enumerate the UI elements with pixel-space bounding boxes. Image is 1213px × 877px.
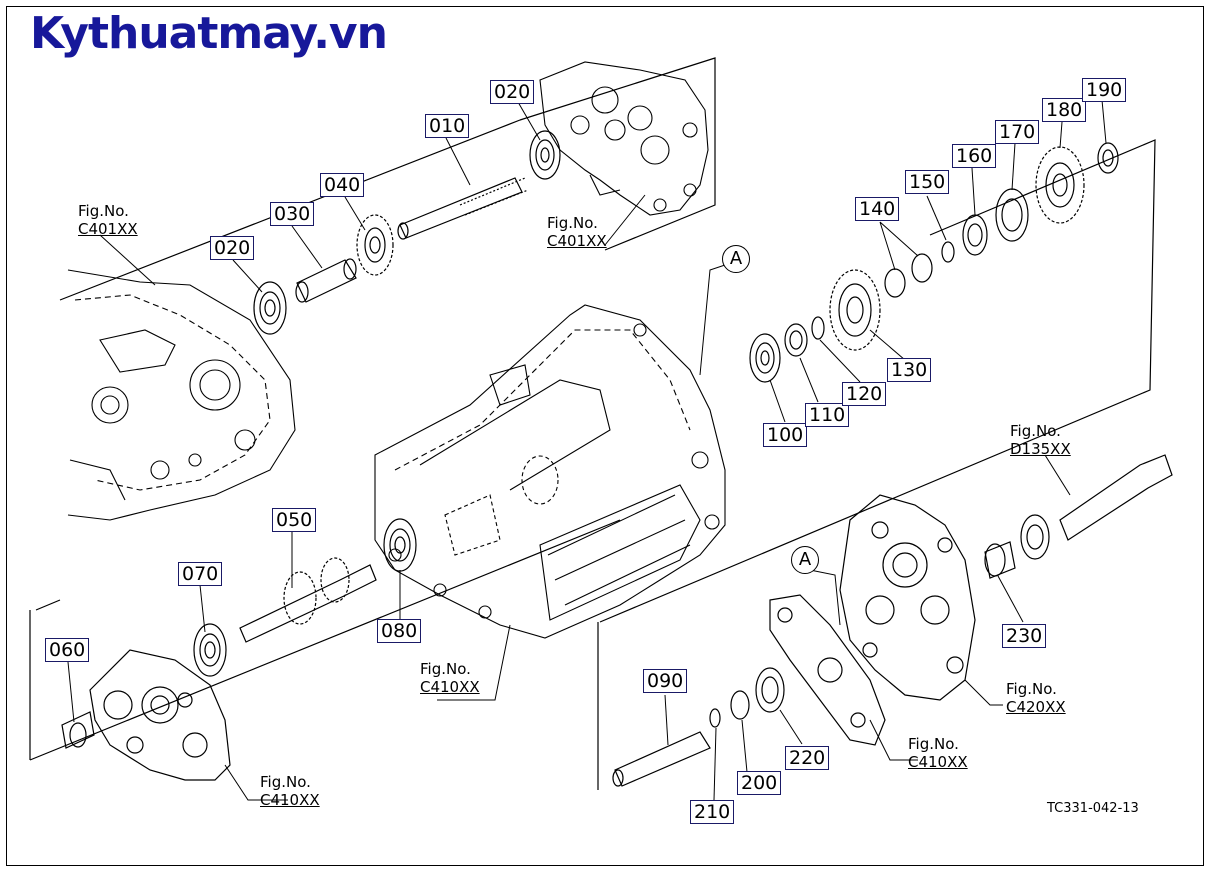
top-shaft-assembly (253, 130, 561, 335)
part-label-100: 100 (763, 423, 808, 447)
part-label-020-left: 020 (210, 236, 255, 260)
fig-ref-prefix: Fig.No. (420, 660, 471, 678)
fig-ref-code: C401XX (78, 220, 138, 238)
lower-left-assembly (61, 518, 417, 781)
fig-ref-prefix: Fig.No. (260, 773, 311, 791)
part-label-020-top: 020 (490, 80, 535, 104)
leader-lines (67, 99, 1107, 801)
fig-ref-code: C420XX (1006, 698, 1066, 716)
fig-ref-c410-bottom-right: Fig.No. C410XX (908, 735, 968, 771)
part-label-150: 150 (905, 170, 950, 194)
fig-ref-code: C410XX (420, 678, 480, 696)
part-label-130: 130 (887, 358, 932, 382)
part-label-140: 140 (855, 197, 900, 221)
front-housing-left (67, 269, 296, 521)
part-label-070: 070 (178, 562, 223, 586)
part-label-160: 160 (952, 144, 997, 168)
fig-ref-code: C410XX (908, 753, 968, 771)
part-label-030: 030 (270, 202, 315, 226)
part-label-120: 120 (842, 382, 887, 406)
callout-a-top: A (722, 245, 750, 273)
drawing-reference-code: TC331-042-13 (1047, 801, 1139, 816)
fig-ref-code: D135XX (1010, 440, 1071, 458)
part-label-230: 230 (1002, 624, 1047, 648)
part-label-060: 060 (45, 638, 90, 662)
part-label-110: 110 (805, 403, 850, 427)
section-line-right (599, 139, 1156, 623)
part-label-010: 010 (425, 114, 470, 138)
section-line-mid (29, 519, 621, 761)
part-label-170: 170 (995, 120, 1040, 144)
fig-ref-code: C401XX (547, 232, 607, 250)
callout-a-bottom: A (791, 546, 819, 574)
part-label-210: 210 (690, 800, 735, 824)
fig-ref-prefix: Fig.No. (78, 202, 129, 220)
part-label-190: 190 (1082, 78, 1127, 102)
fig-ref-prefix: Fig.No. (547, 214, 598, 232)
site-watermark: Kythuatmay.vn (30, 8, 388, 59)
upper-cover-plate (539, 61, 709, 216)
central-transmission-case (374, 304, 726, 639)
fig-ref-c401-top: Fig.No. C401XX (547, 214, 607, 250)
fig-ref-c410-center: Fig.No. C410XX (420, 660, 480, 696)
fig-ref-c401-left: Fig.No. C401XX (78, 202, 138, 238)
fig-ref-c420: Fig.No. C420XX (1006, 680, 1066, 716)
part-label-180: 180 (1042, 98, 1087, 122)
fig-ref-prefix: Fig.No. (1010, 422, 1061, 440)
part-label-090: 090 (643, 669, 688, 693)
fig-ref-code: C410XX (260, 791, 320, 809)
part-label-040: 040 (320, 173, 365, 197)
lower-right-assembly (612, 454, 1173, 787)
drawing-frame (6, 6, 1204, 866)
fig-ref-d135: Fig.No. D135XX (1010, 422, 1071, 458)
fig-ref-prefix: Fig.No. (1006, 680, 1057, 698)
fig-ref-prefix: Fig.No. (908, 735, 959, 753)
fig-ref-c410-bottom-left: Fig.No. C410XX (260, 773, 320, 809)
part-label-220: 220 (785, 746, 830, 770)
part-label-200: 200 (737, 771, 782, 795)
part-label-080: 080 (377, 619, 422, 643)
part-label-050: 050 (272, 508, 317, 532)
